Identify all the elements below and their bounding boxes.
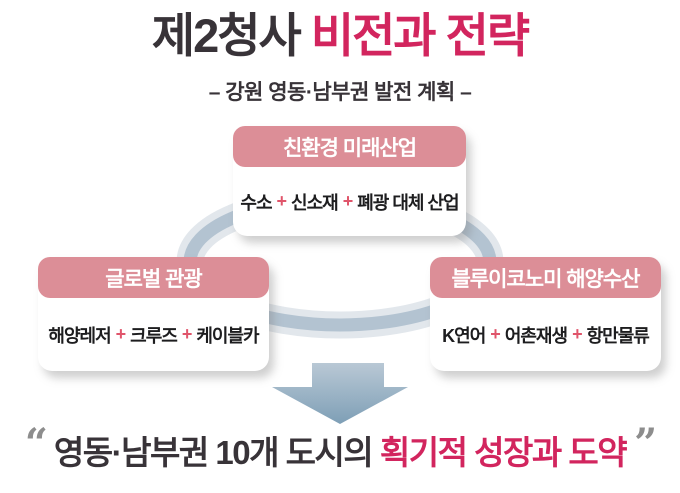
conclusion-quote: “영동·남부권 10개 도시의 획기적 성장과 도약” bbox=[0, 420, 680, 474]
card-item: 신소재 bbox=[291, 192, 339, 213]
card-item: 크루즈 bbox=[130, 325, 178, 346]
page-title: 제2청사 비전과 전략 bbox=[0, 10, 680, 62]
card-global-tourism: 글로벌 관광 해양레저+크루즈+케이블카 bbox=[38, 257, 269, 371]
card-item: 어촌재생 bbox=[504, 325, 568, 346]
down-arrow-icon bbox=[272, 363, 408, 424]
card-item: 케이블카 bbox=[196, 325, 259, 346]
close-quote-mark: ” bbox=[634, 420, 657, 467]
plus-separator: + bbox=[490, 324, 500, 344]
quote-dark-text: 영동·남부권 10개 도시의 bbox=[53, 434, 380, 471]
quote-highlight-text: 획기적 성장과 도약 bbox=[379, 434, 628, 471]
card-eco-future-industry: 친환경 미래산업 수소+신소재+폐광 대체 산업 bbox=[233, 126, 466, 236]
card-item: K연어 bbox=[442, 325, 486, 346]
plus-separator: + bbox=[181, 324, 192, 344]
card-items: K연어+어촌재생+항만물류 bbox=[430, 298, 661, 371]
plus-separator: + bbox=[276, 191, 287, 211]
card-header: 글로벌 관광 bbox=[38, 257, 269, 298]
open-quote-mark: “ bbox=[24, 420, 48, 467]
card-items: 수소+신소재+폐광 대체 산업 bbox=[233, 167, 466, 236]
plus-separator: + bbox=[572, 324, 582, 344]
card-blue-economy: 블루이코노미 해양수산 K연어+어촌재생+항만물류 bbox=[430, 257, 661, 371]
card-item: 항만물류 bbox=[586, 325, 650, 346]
title-highlight: 비전과 전략 bbox=[310, 9, 530, 62]
card-header: 친환경 미래산업 bbox=[233, 126, 466, 167]
title-prefix: 제2청사 bbox=[151, 9, 311, 62]
plus-separator: + bbox=[115, 324, 126, 344]
card-header: 블루이코노미 해양수산 bbox=[430, 257, 661, 298]
card-item: 수소 bbox=[240, 192, 272, 213]
plus-separator: + bbox=[342, 191, 353, 211]
card-item: 폐광 대체 산업 bbox=[357, 192, 459, 213]
card-item: 해양레저 bbox=[48, 325, 111, 346]
page-subtitle: – 강원 영동·남부권 발전 계획 – bbox=[208, 81, 472, 104]
card-items: 해양레저+크루즈+케이블카 bbox=[38, 298, 269, 371]
